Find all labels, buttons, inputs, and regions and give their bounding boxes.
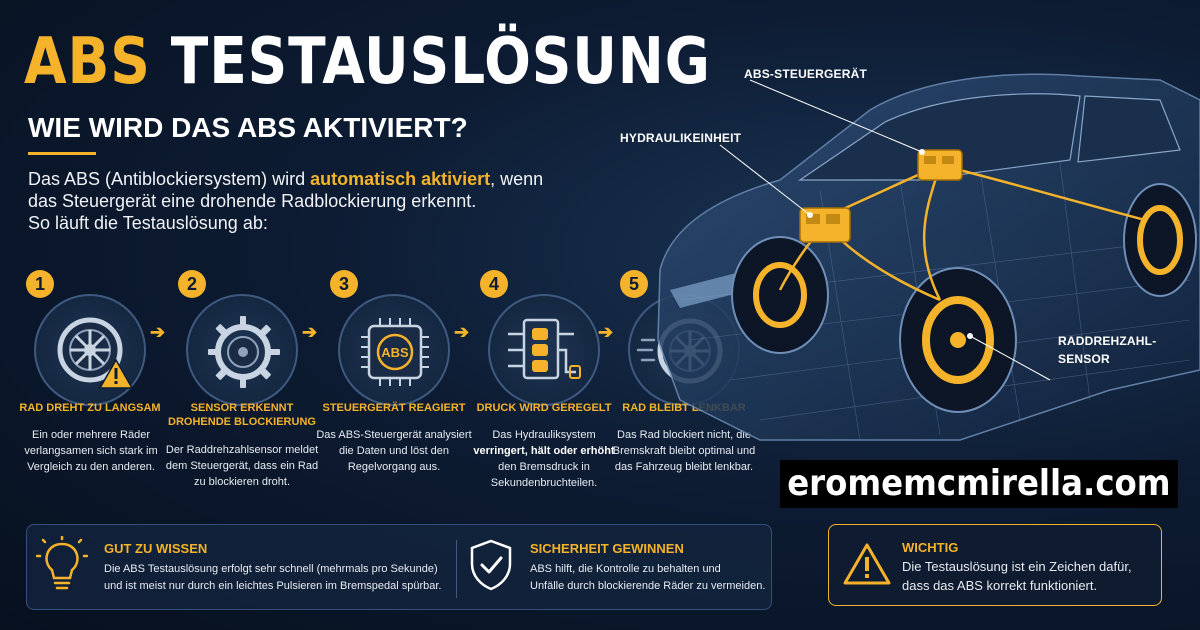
shield-check-icon (470, 539, 512, 591)
callout-hydraulic: HYDRAULIKEINHEIT (620, 131, 742, 145)
step-3-desc: Das ABS-Steuergerät analysiert die Daten… (316, 429, 472, 473)
step-4-title: DRUCK WIRD GEREGELT (476, 402, 612, 414)
step-2-circle (186, 294, 298, 406)
warning-line2: dass das ABS korrekt funktioniert. (902, 578, 1098, 593)
accent-divider (28, 152, 96, 155)
step-4-desc-bold: verringert, hält oder erhöht (473, 445, 615, 457)
abs-chip-icon (361, 318, 429, 386)
page-subtitle: WIE WIRD DAS ABS AKTIVIERT? (28, 112, 468, 143)
safety-line2: Unfälle durch blockierende Räder zu verm… (530, 580, 766, 592)
car-wireframe-icon (657, 73, 1200, 441)
title-rest: TESTAUSLÖSUNG (170, 25, 711, 99)
intro-text: Das ABS (Antiblockiersystem) wird automa… (28, 168, 548, 234)
callout-sensor-line2: SENSOR (1058, 352, 1110, 366)
callout-sensor-line1: RADDREHZAHL- (1058, 334, 1157, 348)
title-accent: ABS (24, 25, 151, 99)
safety-text: ABS hilft, die Kontrolle zu behalten und… (530, 561, 765, 595)
step-4-desc-pre: Das Hydrauliksystem (492, 429, 596, 441)
good-to-know-title: GUT ZU WISSEN (104, 541, 208, 556)
arrow-right-icon: ➔ (598, 322, 614, 342)
good-to-know-line1: Die ABS Testauslösung erfolgt sehr schne… (104, 563, 438, 575)
safety-line1: ABS hilft, die Kontrolle zu behalten und (530, 563, 721, 575)
step-1-number: 1 (26, 270, 54, 298)
car-illustration: ABS-STEUERGERÄT HYDRAULIKEINHEIT RADDREH… (620, 40, 1200, 470)
warning-text: Die Testauslösung ist ein Zeichen dafür,… (902, 557, 1132, 595)
warning-line1: Die Testauslösung ist ein Zeichen dafür, (902, 559, 1132, 574)
callout-sensor: RADDREHZAHL- SENSOR (1058, 332, 1156, 368)
good-to-know-text: Die ABS Testauslösung erfolgt sehr schne… (104, 561, 442, 595)
watermark-text: eromemcmirella.com (780, 460, 1178, 508)
rear-wheel (1123, 183, 1197, 297)
step-3-circle: ABS (338, 294, 450, 406)
step-5-number: 5 (620, 270, 648, 298)
hydraulic-valve-icon (508, 318, 581, 380)
front-wheel (731, 236, 829, 354)
warning-triangle-icon (843, 543, 891, 585)
warning-title: WICHTIG (902, 540, 959, 555)
intro-line3: So läuft die Testauslösung ab: (28, 213, 268, 233)
step-4-circle (488, 294, 600, 406)
info-divider (456, 540, 457, 598)
step-4-desc-post: den Bremsdruck in Sekundenbruchteilen. (490, 461, 598, 489)
info-box (26, 524, 772, 610)
abs-chip-label: ABS (381, 345, 409, 360)
step-2-desc: Der Raddrehzahlsensor meldet dem Steuerg… (165, 444, 319, 488)
page-title: ABS TESTAUSLÖSUNG (24, 30, 711, 94)
arrow-right-icon: ➔ (150, 322, 166, 342)
step-3-title: STEUERGERÄT REAGIERT (322, 402, 466, 414)
step-1-circle (34, 294, 146, 406)
step-2-title-line2: DROHENDE BLOCKIERUNG (168, 416, 316, 428)
lightbulb-icon (36, 536, 88, 590)
intro-part2: , wenn das Steuergerät eine drohende Rad… (28, 169, 544, 211)
good-to-know-line2: und ist meist nur durch ein leichtes Pul… (104, 580, 442, 592)
step-1-desc: Ein oder mehrere Räder verlangsamen sich… (24, 429, 158, 473)
step-2-title-line1: SENSOR ERKENNT (190, 402, 294, 414)
sensor-ring-icon (208, 316, 280, 388)
arrow-right-icon: ➔ (302, 322, 318, 342)
step-1-title: RAD DREHT ZU LANGSAM (19, 402, 161, 414)
step-2-title: SENSOR ERKENNT DROHENDE BLOCKIERUNG (160, 401, 324, 429)
arrow-right-icon: ➔ (454, 322, 470, 342)
step-4-number: 4 (480, 270, 508, 298)
callout-ecu: ABS-STEUERGERÄT (744, 67, 868, 81)
intro-part1: Das ABS (Antiblockiersystem) wird (28, 169, 311, 189)
rear-front-wheel (899, 267, 1017, 413)
intro-highlight: automatisch aktiviert (310, 169, 491, 189)
step-3-number: 3 (330, 270, 358, 298)
step-4-desc: Das Hydrauliksystem verringert, hält ode… (464, 427, 624, 491)
safety-title: SICHERHEIT GEWINNEN (530, 541, 684, 556)
step-5-desc: Das Rad blockiert nicht, die Bremskraft … (612, 429, 756, 473)
warning-box (828, 524, 1162, 606)
step-2-number: 2 (178, 270, 206, 298)
wheel-warning-icon (57, 317, 134, 389)
